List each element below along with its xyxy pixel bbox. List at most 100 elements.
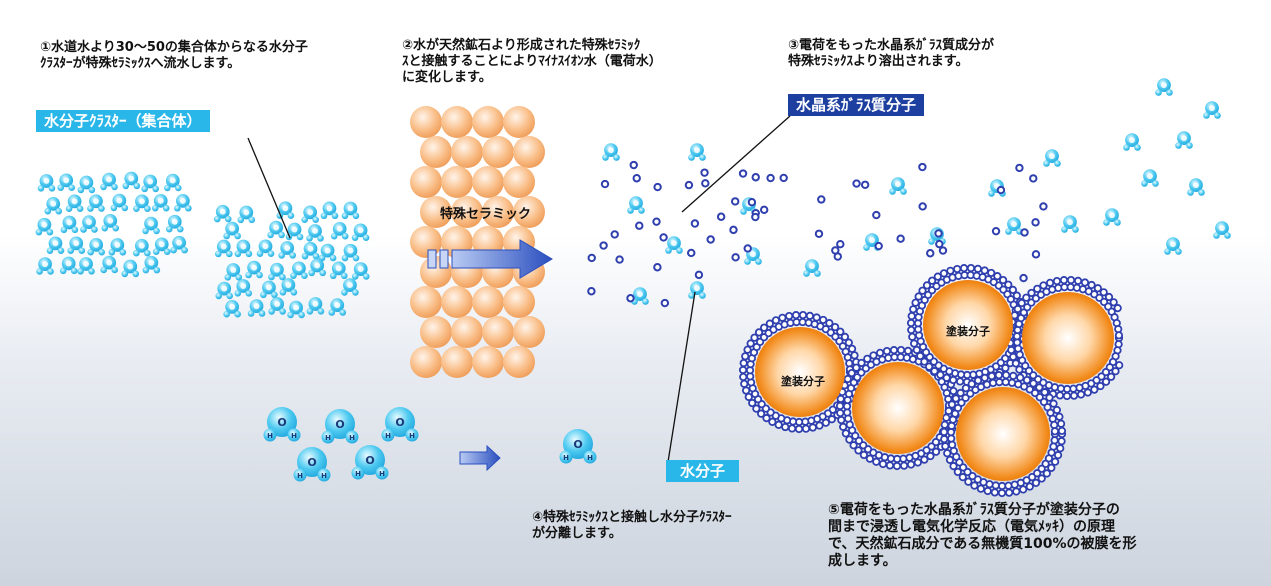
- coating-dot: [941, 442, 950, 451]
- coating-dot: [830, 322, 840, 332]
- coating-dot: [1029, 379, 1038, 388]
- coating-dots: [738, 263, 1124, 498]
- glass-ion-dot: [652, 217, 661, 226]
- coating-dot: [1101, 377, 1111, 386]
- ceramic-particle: [472, 166, 504, 198]
- glass-ion-dot: [1031, 250, 1041, 259]
- ceramic-particle: [513, 196, 545, 228]
- paint-molecule: [755, 327, 845, 417]
- coating-dot: [847, 368, 856, 378]
- glass-ion-dot: [587, 287, 596, 296]
- water-molecule-icon: [1175, 131, 1193, 149]
- glass-ion-dot: [615, 255, 624, 264]
- coating-dot: [955, 377, 965, 386]
- coating-dot: [857, 358, 866, 368]
- glass-ion-dot: [743, 244, 752, 253]
- coating-dot: [882, 346, 892, 356]
- coating-dot: [912, 345, 921, 355]
- glass-ion-dot: [653, 182, 662, 192]
- water-molecule-icon: [351, 223, 370, 241]
- coating-dot: [987, 371, 996, 381]
- coating-dot: [863, 354, 872, 363]
- coating-dot: [1080, 278, 1090, 287]
- coating-dot: [754, 328, 764, 337]
- water-molecule-icon: [330, 221, 349, 240]
- ceramic-particle: [451, 316, 483, 348]
- coating-dot: [987, 268, 996, 278]
- coating-dot: [966, 389, 975, 398]
- coating-dot: [1027, 288, 1036, 298]
- water-molecule-icon: [688, 143, 706, 161]
- glass-molecule-tag: 水晶系ｶﾞﾗｽ質分子: [788, 94, 925, 116]
- water-molecule-icon: [1103, 208, 1121, 226]
- glass-ion-dot: [991, 226, 1001, 236]
- coating-dot: [1025, 385, 1034, 394]
- coating-dot: [1115, 361, 1124, 370]
- coating-dot: [948, 440, 957, 449]
- coating-dot: [1050, 420, 1059, 430]
- glass-ion-dot: [1020, 228, 1029, 237]
- ceramic-particle: [482, 196, 514, 228]
- coating-dot: [1056, 444, 1065, 453]
- coating-dot: [1055, 412, 1064, 421]
- coating-dot: [1007, 345, 1016, 355]
- glass-ion-dot: [817, 195, 826, 204]
- glass-ion-dot: [687, 248, 696, 258]
- coating-dot: [947, 400, 957, 409]
- water-molecule-icon: [1005, 217, 1023, 235]
- glass-ion-dot: [918, 202, 927, 211]
- coating-dot: [990, 488, 999, 497]
- coating-dot: [1045, 393, 1054, 402]
- glass-ion-dot: [600, 179, 610, 189]
- glass-ion-dot: [874, 241, 883, 251]
- coating-dot: [812, 313, 821, 322]
- water-molecule-icon: [279, 278, 298, 296]
- coating-dot: [1087, 280, 1096, 290]
- water-molecule-icon: [100, 255, 119, 274]
- coating-dot: [787, 424, 797, 433]
- ceramic-particle: [503, 286, 535, 318]
- glass-ion-dot: [587, 253, 596, 263]
- water-molecule-icon: [290, 261, 308, 279]
- coating-dot: [1050, 436, 1059, 445]
- coating-dot: [1062, 391, 1072, 401]
- water-molecule-icon: [1141, 169, 1159, 187]
- coating-dot: [947, 434, 956, 443]
- glass-ion-dot: [706, 235, 715, 244]
- water-molecule-icon: [87, 238, 105, 256]
- water-molecule-icon: [77, 175, 96, 194]
- coating-dot: [1022, 293, 1031, 302]
- coating-dot: [805, 311, 814, 320]
- glass-ion-dot: [635, 221, 644, 230]
- coating-dot: [1004, 280, 1013, 289]
- coating-dot: [980, 373, 989, 382]
- water-molecule-icon: [152, 237, 171, 256]
- coating-dot: [1009, 371, 1018, 380]
- coating-dot: [1099, 288, 1108, 297]
- coating-dot: [1104, 292, 1114, 302]
- coating-dot: [746, 339, 755, 348]
- coating-dot: [973, 264, 982, 273]
- cluster-pointer-line: [247, 137, 291, 239]
- glass-ion-dot: [684, 180, 694, 190]
- coating-dot: [837, 415, 846, 425]
- water-molecule-icon: [1123, 133, 1141, 151]
- coating-dot: [970, 481, 979, 490]
- coating-dot: [926, 451, 935, 461]
- glass-ion-dot: [1039, 202, 1048, 211]
- coating-dot: [1073, 276, 1083, 285]
- ceramic-particle: [472, 106, 504, 138]
- coating-dot: [993, 272, 1002, 281]
- coating-dot: [854, 446, 863, 455]
- coating-dot: [808, 423, 817, 432]
- coating-dot: [741, 352, 750, 361]
- coating-dot: [760, 323, 769, 332]
- water-molecule-icon: [133, 238, 151, 257]
- ceramic-particle: [503, 166, 535, 198]
- coating-dot: [1052, 276, 1062, 286]
- ceramic-particle: [482, 136, 514, 168]
